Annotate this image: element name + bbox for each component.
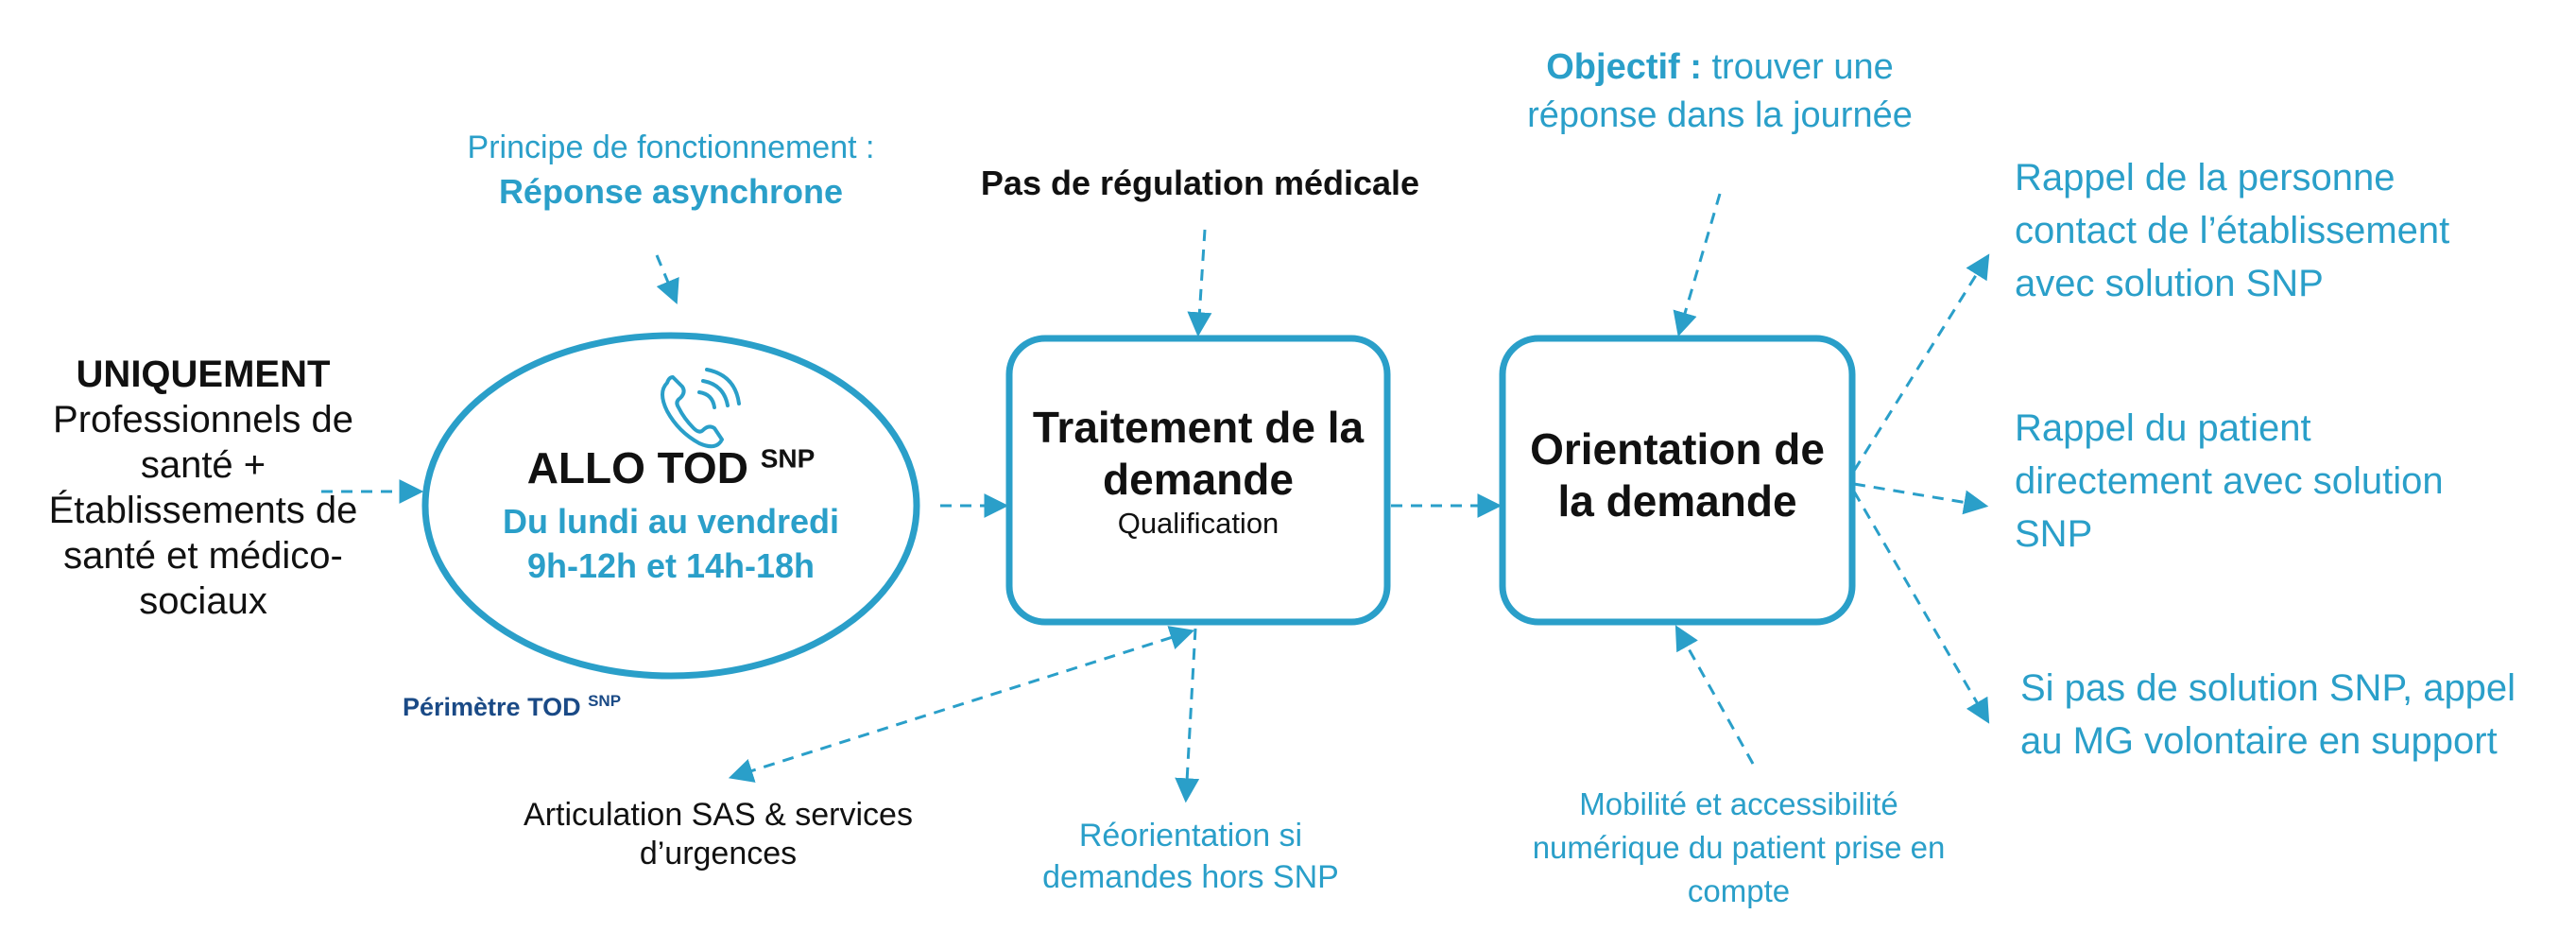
mobilite-line-3: compte — [1687, 873, 1791, 909]
principe-text-block: Principe de fonctionnement : Réponse asy… — [406, 129, 936, 212]
mobilite-text-block: Mobilité et accessibilité numérique du p… — [1484, 783, 1994, 914]
mobilite-line-2: numérique du patient prise en — [1532, 830, 1946, 866]
outcome-1-line: Rappel de la personne — [2015, 157, 2396, 198]
audience-line: Professionnels de — [53, 399, 353, 440]
allo-tod-ellipse — [421, 332, 920, 680]
outcome-3: Si pas de solution SNP, appel au MG volo… — [2020, 662, 2559, 768]
outcome-1-line: contact de l’établissement — [2015, 210, 2450, 251]
orientation-box — [1499, 335, 1856, 626]
regulation-label: Pas de régulation médicale — [980, 164, 1420, 202]
traitement-title-1: Traitement de la — [1032, 403, 1365, 452]
traitement-title-2: demande — [1103, 455, 1294, 505]
outcome-1: Rappel de la personne contact de l’établ… — [2015, 151, 2544, 310]
objectif-rest: trouver une — [1711, 47, 1894, 87]
objectif-text-block: Objectif : trouver une réponse dans la j… — [1455, 43, 1984, 141]
orientation-title-2: la demande — [1557, 476, 1797, 526]
outcome-1-line: avec solution SNP — [2015, 263, 2324, 304]
orientation-text-block: Orientation de la demande — [1506, 423, 1848, 527]
traitement-text-block: Traitement de la demande Qualification — [1013, 402, 1383, 542]
reorientation-line-2: demandes hors SNP — [1042, 859, 1339, 896]
objectif-label: Objectif : — [1546, 47, 1702, 87]
principe-label: Principe de fonctionnement : — [467, 129, 875, 165]
principe-value: Réponse asynchrone — [498, 171, 844, 211]
reorientation-text-block: Réorientation si demandes hors SNP — [1002, 815, 1380, 898]
traitement-sub: Qualification — [1117, 507, 1279, 541]
articulation-line-2: d’urgences — [639, 835, 798, 871]
orientation-title-1: Orientation de — [1530, 424, 1825, 474]
arrow-traitement-articulation — [728, 626, 1195, 783]
arrow-orientation-to-outcome-3 — [1852, 491, 1990, 724]
outcome-2: Rappel du patient directement avec solut… — [2015, 402, 2544, 561]
allo-tod-days: Du lundi au vendredi — [502, 502, 840, 542]
mobilite-line-1: Mobilité et accessibilité — [1579, 786, 1898, 821]
traitement-box — [1005, 335, 1391, 626]
objectif-line-2: réponse dans la journée — [1527, 95, 1913, 136]
arrow-orientation-to-outcome-1 — [1852, 253, 1990, 472]
audience-line: Établissements de — [48, 490, 358, 531]
articulation-line-1: Articulation SAS & services — [524, 797, 913, 833]
articulation-text-block: Articulation SAS & services d’urgences — [482, 796, 954, 873]
arrow-regulation-to-traitement — [1187, 229, 1212, 337]
audience-line: sociaux — [139, 580, 267, 622]
phone-ringing-icon — [661, 368, 741, 449]
audience-text-block: UNIQUEMENT Professionnels de santé + Éta… — [19, 352, 387, 624]
allo-tod-sup: SNP — [760, 443, 816, 474]
arrow-principe-to-allo — [655, 254, 679, 304]
arrow-mobilite-to-orientation — [1674, 625, 1755, 765]
audience-line: santé + — [140, 444, 266, 486]
allo-tod-title: ALLO TOD — [526, 443, 748, 492]
reorientation-line-1: Réorientation si — [1078, 818, 1303, 854]
outcome-2-line: directement avec solution — [2015, 460, 2444, 502]
arrow-traitement-to-reorientation — [1175, 628, 1200, 803]
outcome-2-line: SNP — [2015, 513, 2093, 555]
arrow-orientation-to-outcome-2 — [1853, 482, 1989, 515]
outcome-3-line: Si pas de solution SNP, appel — [2020, 667, 2516, 709]
arrow-objectif-to-orientation — [1673, 193, 1722, 337]
allo-tod-text-block: ALLO TOD SNP Du lundi au vendredi 9h-12h… — [454, 442, 888, 589]
perimetre-label: Périmètre TOD SNP — [403, 692, 622, 721]
audience-line: santé et médico- — [63, 535, 343, 577]
outcome-2-line: Rappel du patient — [2015, 407, 2311, 449]
allo-tod-hours: 9h-12h et 14h-18h — [526, 545, 816, 585]
outcome-3-line: au MG volontaire en support — [2020, 720, 2498, 762]
audience-heading: UNIQUEMENT — [76, 354, 331, 395]
